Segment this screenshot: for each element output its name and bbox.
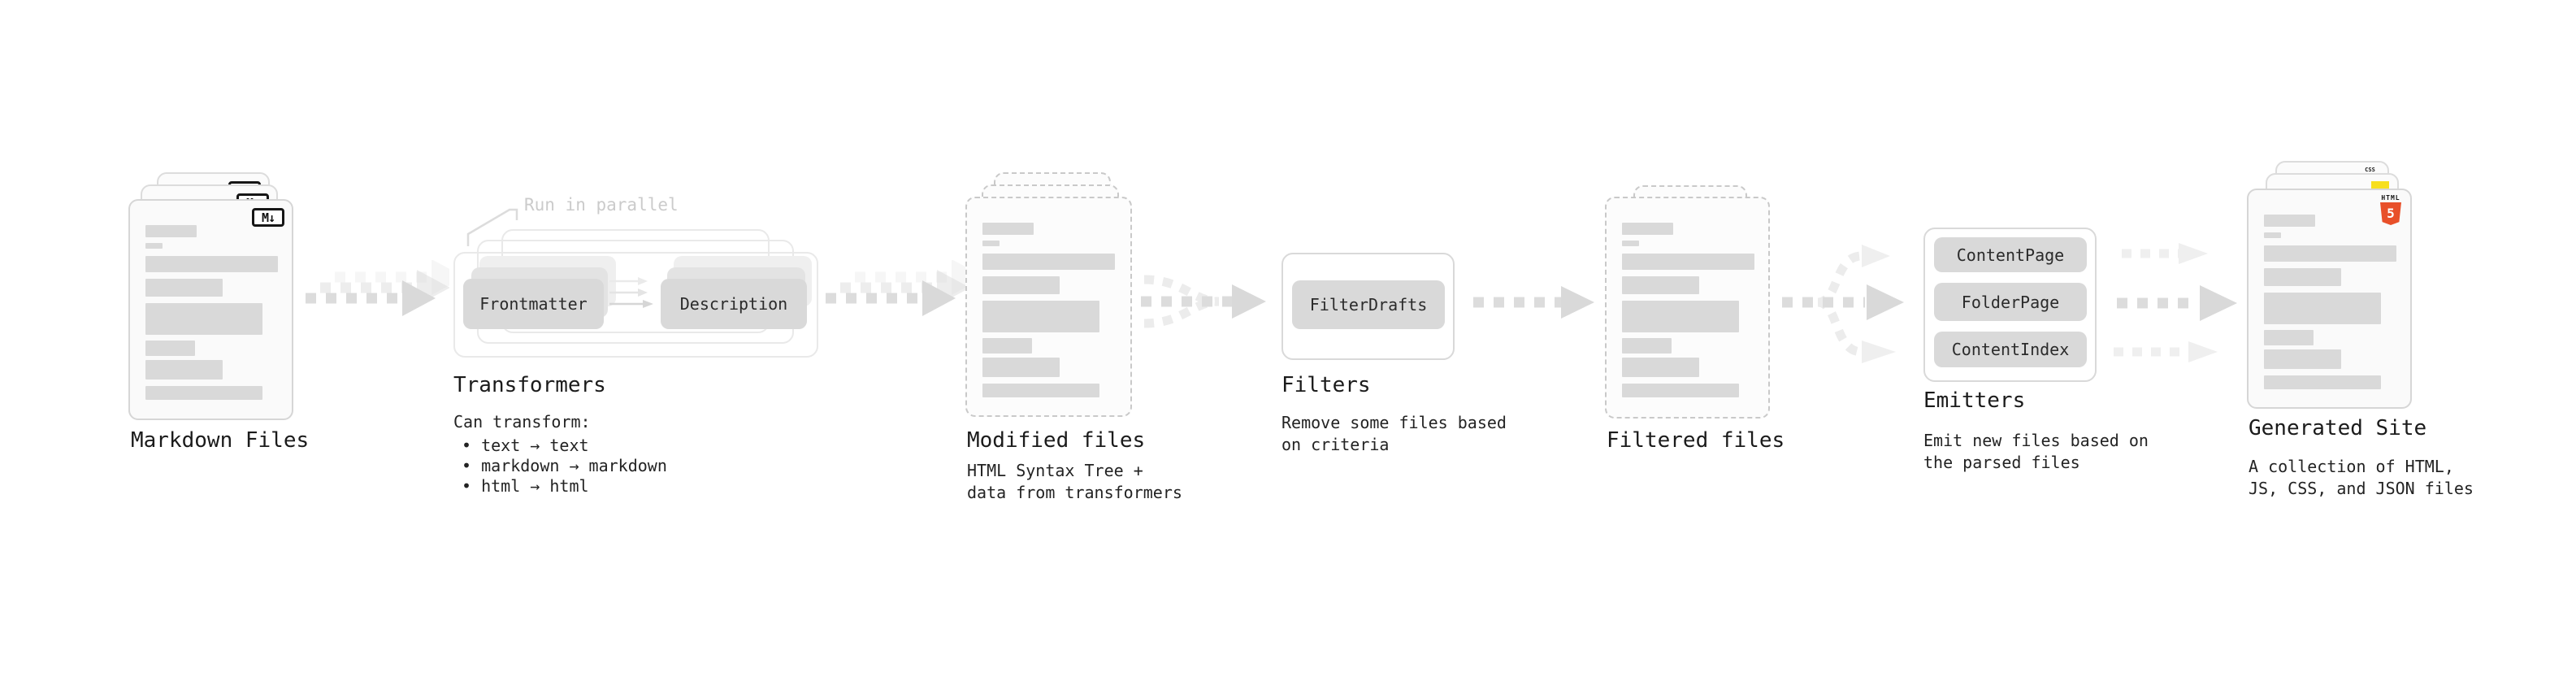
text-line-placeholder (1622, 276, 1699, 294)
emitters-title: Emitters (1923, 388, 2026, 413)
parallel-arrows-icon (2114, 243, 2237, 362)
text-line-placeholder (2264, 245, 2396, 262)
text-line-placeholder (982, 254, 1115, 270)
text-line-placeholder (145, 243, 163, 249)
markdown-files-label: Markdown Files (131, 428, 310, 453)
text-line-placeholder (2264, 293, 2381, 324)
parallel-note-leader-line (466, 208, 518, 246)
text-line-placeholder (2264, 268, 2341, 286)
text-line-placeholder (1622, 223, 1673, 235)
filtered-files-title: Filtered files (1607, 428, 1785, 453)
parallel-note: Run in parallel (524, 195, 679, 215)
transform-bullet: • markdown → markdown (462, 456, 667, 475)
text-line-placeholder (1622, 358, 1699, 377)
text-line-placeholder (982, 241, 1000, 246)
text-line-placeholder (145, 256, 278, 272)
text-line-placeholder (2264, 330, 2314, 345)
generated-file-card-front: HTML 5 (2247, 189, 2412, 409)
text-line-placeholder (2264, 349, 2341, 369)
text-line-placeholder (982, 223, 1034, 235)
text-line-placeholder (982, 358, 1060, 377)
contentpage-box: ContentPage (1934, 237, 2087, 272)
text-line-placeholder (1622, 338, 1672, 354)
markdown-icon: M↓ (252, 208, 284, 227)
emitters-desc: Emit new files based on the parsed files (1923, 431, 2149, 472)
html5-icon: HTML 5 (2380, 194, 2401, 225)
text-line-placeholder (982, 276, 1060, 294)
generated-site-title: Generated Site (2249, 416, 2427, 440)
text-line-placeholder (145, 279, 223, 297)
flow-arrow-icon (306, 260, 449, 316)
transform-bullet: • text → text (462, 436, 589, 455)
filtered-file-card-front (1605, 197, 1770, 419)
text-line-placeholder (982, 384, 1099, 397)
text-line-placeholder (145, 225, 197, 237)
text-line-placeholder (145, 340, 195, 356)
text-line-placeholder (145, 386, 262, 400)
text-line-placeholder (1622, 301, 1739, 332)
text-line-placeholder (1622, 241, 1639, 246)
filters-desc: Remove some files based on criteria (1281, 413, 1507, 454)
filters-title: Filters (1281, 373, 1371, 397)
text-line-placeholder (982, 301, 1099, 332)
text-line-placeholder (2264, 375, 2381, 389)
fanout-arrow-icon (1782, 245, 1904, 363)
transformers-subtitle: Can transform: (453, 412, 591, 432)
text-line-placeholder (2264, 215, 2315, 227)
text-line-placeholder (1622, 384, 1739, 397)
modified-files-title: Modified files (967, 428, 1146, 453)
flow-arrow-icon (826, 260, 969, 316)
transformers-title: Transformers (453, 373, 606, 397)
pipe-arrows-icon (609, 277, 653, 308)
contentindex-box: ContentIndex (1934, 332, 2087, 367)
modified-files-desc: HTML Syntax Tree + data from transformer… (967, 461, 1182, 502)
text-line-placeholder (145, 360, 223, 380)
description-box: Description (661, 279, 807, 329)
modified-file-card-front (965, 197, 1132, 417)
text-line-placeholder (2264, 232, 2281, 238)
transformers-frame-front (453, 252, 818, 358)
markdown-file-card-front: M↓ (128, 199, 293, 420)
text-line-placeholder (145, 303, 262, 335)
filterdrafts-box: FilterDrafts (1292, 280, 1445, 329)
frontmatter-box: Frontmatter (463, 279, 604, 329)
folderpage-box: FolderPage (1934, 283, 2087, 321)
transform-bullet: • html → html (462, 476, 589, 496)
flow-arrow-icon (1473, 286, 1594, 319)
converge-arrow-icon (1141, 275, 1266, 328)
text-line-placeholder (982, 338, 1032, 354)
generated-site-desc: A collection of HTML, JS, CSS, and JSON … (2249, 457, 2474, 498)
text-line-placeholder (1622, 254, 1754, 270)
